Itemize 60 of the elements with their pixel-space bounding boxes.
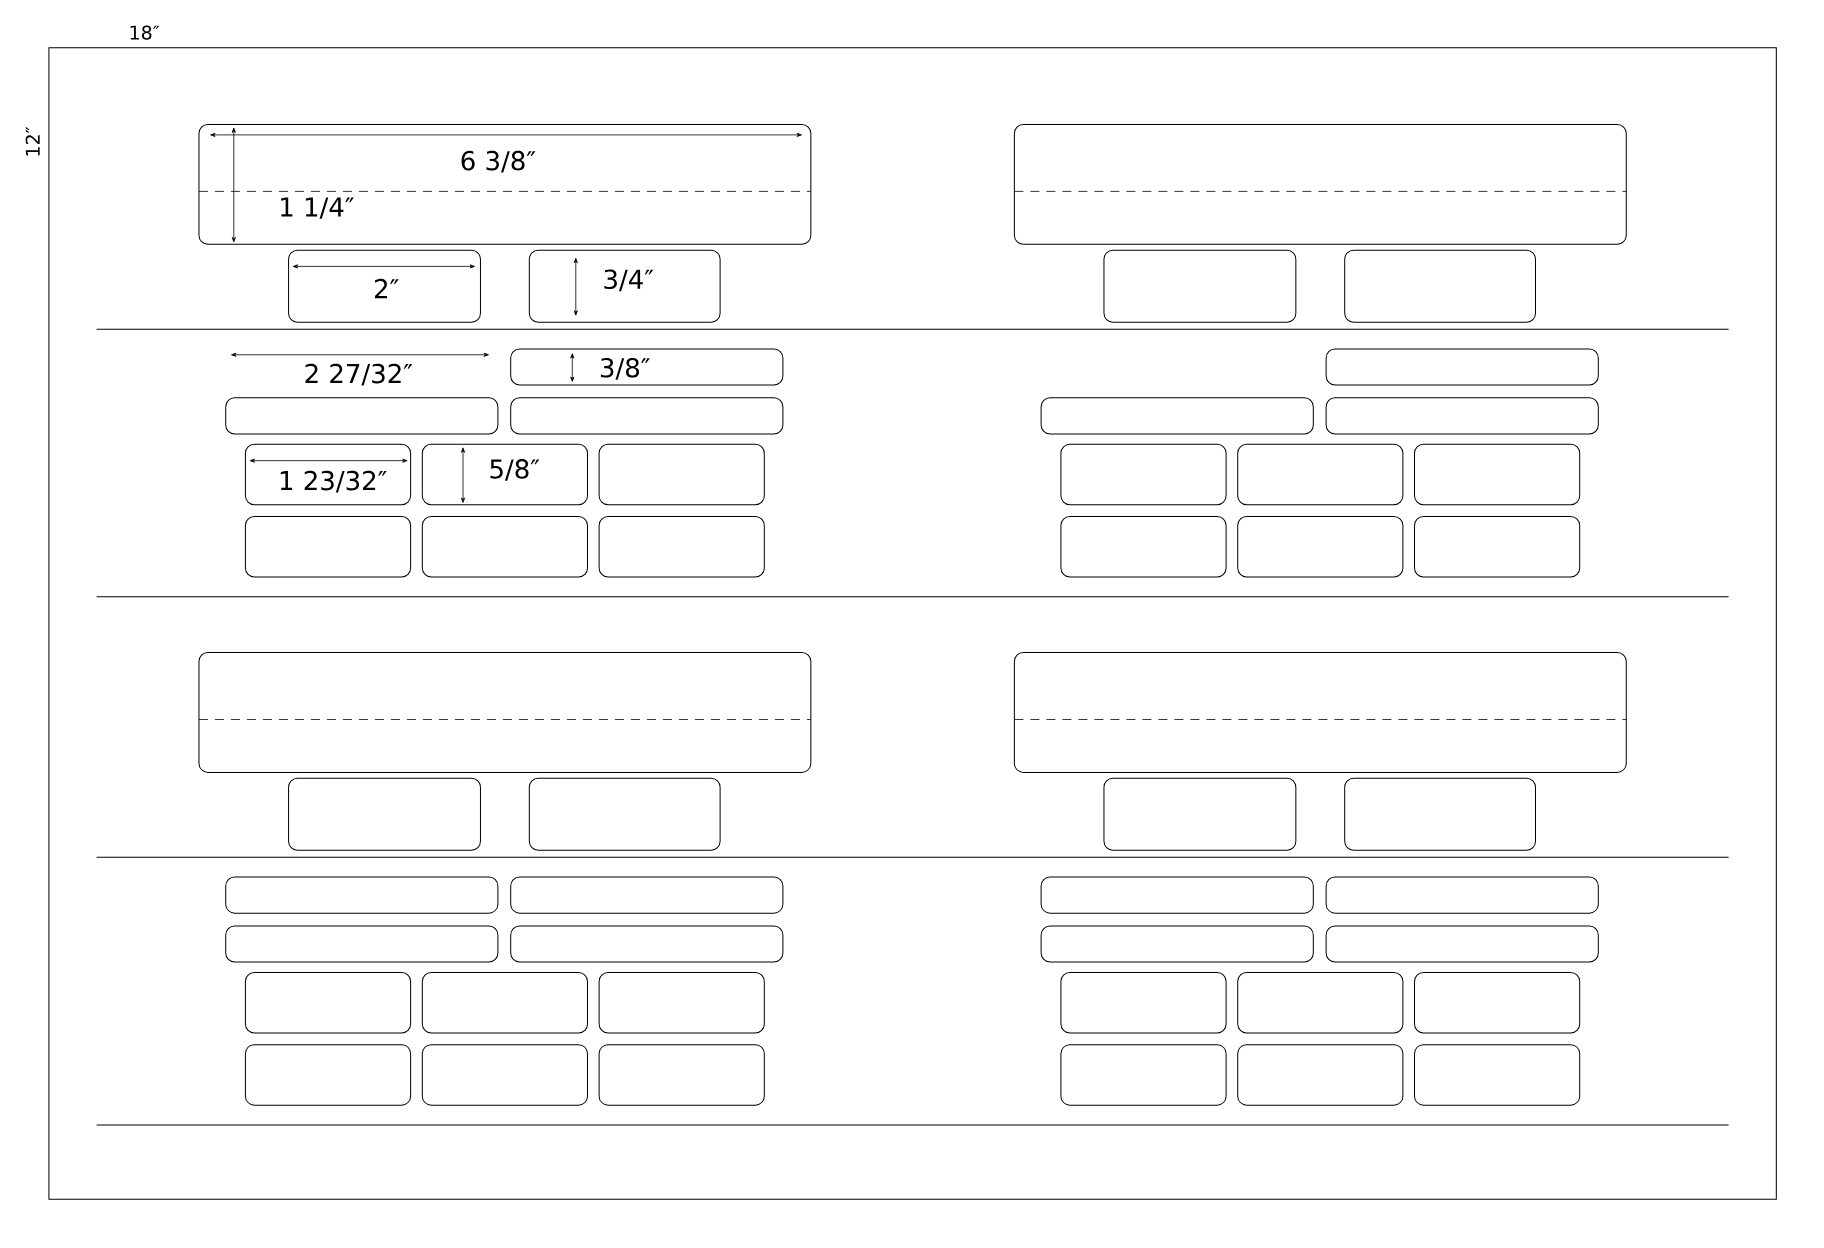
label-outline xyxy=(1414,971,1581,1034)
label-outline xyxy=(288,249,481,323)
label-outline xyxy=(1040,876,1314,914)
label-outline xyxy=(1325,348,1599,386)
label-outline xyxy=(510,397,784,435)
label-outline xyxy=(225,397,499,435)
label-outline xyxy=(528,249,721,323)
label-outline xyxy=(225,925,499,963)
label-outline xyxy=(598,971,765,1034)
label-outline xyxy=(1060,443,1227,506)
label-outline xyxy=(198,124,812,245)
label-outline xyxy=(510,925,784,963)
label-outline xyxy=(1060,1044,1227,1106)
label-outline xyxy=(244,515,412,578)
label-outline xyxy=(1237,1044,1404,1106)
label-outline xyxy=(510,348,784,386)
label-outline xyxy=(1060,971,1227,1034)
label-outline xyxy=(598,443,765,506)
label-outline xyxy=(244,1044,412,1106)
label-outline xyxy=(225,876,499,914)
dimension-label: 2 27/32″ xyxy=(305,363,413,386)
label-outline xyxy=(1103,249,1297,323)
label-outline xyxy=(1103,777,1297,851)
label-outline xyxy=(198,652,812,773)
label-outline xyxy=(1040,925,1314,963)
label-outline xyxy=(1414,515,1581,578)
label-outline xyxy=(1344,249,1536,323)
label-outline xyxy=(510,876,784,914)
label-outline xyxy=(244,971,412,1034)
label-outline xyxy=(288,777,481,851)
label-outline xyxy=(1060,515,1227,578)
dimension-label: 3/8″ xyxy=(600,357,650,380)
sheet-width-label: 18″ xyxy=(130,25,160,40)
label-outline xyxy=(421,971,588,1034)
dimension-label: 1 23/32″ xyxy=(280,470,387,493)
label-outline xyxy=(421,1044,588,1106)
label-outline xyxy=(1325,397,1599,435)
label-outline xyxy=(1414,1044,1581,1106)
label-outline xyxy=(1414,443,1581,506)
label-outline xyxy=(1237,443,1404,506)
label-outline xyxy=(598,515,765,578)
label-outline xyxy=(1013,124,1627,245)
dimension-label: 2″ xyxy=(375,278,399,299)
label-outline xyxy=(1344,777,1536,851)
label-outline xyxy=(598,1044,765,1106)
label-outline xyxy=(1237,515,1404,578)
label-outline xyxy=(1040,397,1314,435)
dimension-label: 6 3/8″ xyxy=(461,150,536,173)
label-outline xyxy=(244,443,412,506)
dimension-label: 3/4″ xyxy=(604,269,654,292)
label-outline xyxy=(421,443,588,506)
label-outline xyxy=(1013,652,1627,773)
label-outline xyxy=(1237,971,1404,1034)
label-outline xyxy=(1325,925,1599,963)
sheet-height-label: 12″ xyxy=(25,126,40,156)
dimension-label: 1 1/4″ xyxy=(281,197,354,219)
label-outline xyxy=(1325,876,1599,914)
label-outline xyxy=(421,515,588,578)
label-outline xyxy=(528,777,721,851)
dimension-label: 5/8″ xyxy=(490,459,540,481)
